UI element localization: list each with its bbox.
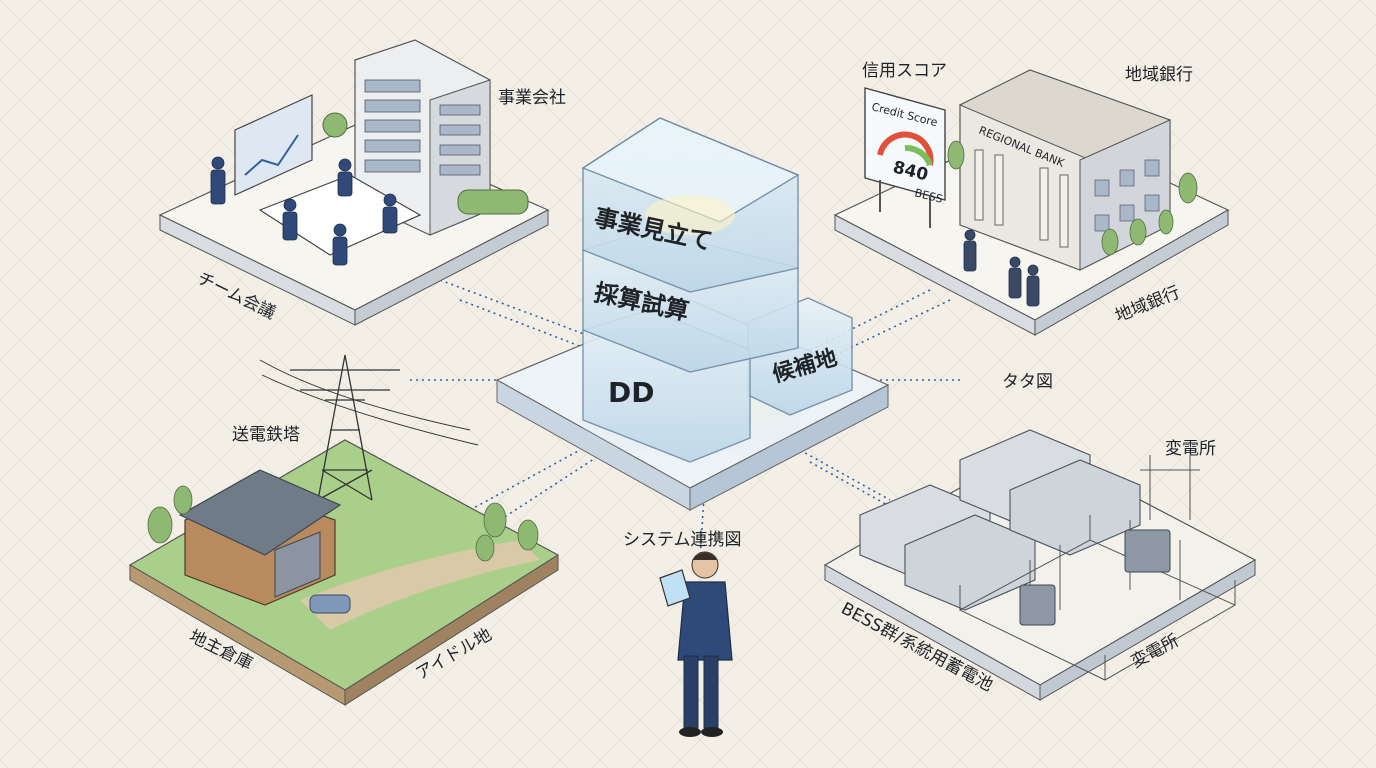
business-company-scene [158, 39, 550, 326]
cube-dd: DD [608, 376, 654, 409]
label-tata-diagram: タタ図 [1002, 372, 1053, 392]
regional-bank-scene [833, 69, 1230, 336]
glass-cubes [581, 117, 853, 463]
bess-substation-scene [823, 429, 1257, 701]
label-system-diagram: システム連携図 [623, 530, 742, 550]
person-with-tablet [659, 551, 733, 737]
land-scene [128, 354, 560, 706]
label-substation-top: 変電所 [1165, 439, 1216, 459]
label-regional-bank-top: 地域銀行 [1125, 65, 1193, 85]
label-credit-score: 信用スコア [862, 61, 947, 81]
label-business-company: 事業会社 [498, 88, 566, 108]
label-transmission-tower: 送電鉄塔 [232, 425, 300, 445]
